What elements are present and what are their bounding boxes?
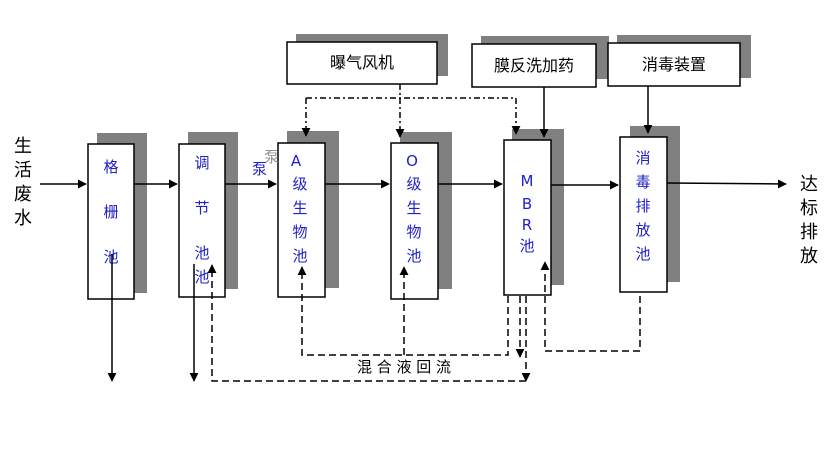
input-label-char: 活 <box>14 160 32 181</box>
tank-frame <box>87 143 135 300</box>
tank-frame <box>390 142 439 300</box>
input-label: 生 活 废 水 <box>14 136 32 229</box>
recycle-mbr-to-a <box>297 266 509 356</box>
tank-char: 调 <box>194 154 209 172</box>
tank-char: 生 <box>406 199 421 217</box>
tank-o-stage: O 级 生 物 池 <box>390 132 452 300</box>
aeration-line <box>301 84 521 138</box>
tank-char: 池 <box>406 247 421 265</box>
output-label-char: 放 <box>800 246 818 267</box>
tank-char: 级 <box>292 175 307 193</box>
recycle-lines <box>207 261 641 382</box>
disinfection-device-label: 消毒装置 <box>642 55 706 74</box>
output-label: 达 标 排 放 <box>800 174 818 267</box>
output-label-char: 达 <box>800 174 818 195</box>
disinfection-device-frame <box>607 42 741 87</box>
output-label-char: 排 <box>800 222 818 243</box>
tank-char: A <box>291 152 302 170</box>
tank-char: B <box>522 195 532 213</box>
tank-char: 生 <box>292 199 307 217</box>
membrane-cleaning-box: 膜反洗加药 <box>471 36 609 88</box>
tank-char: 级 <box>406 175 421 193</box>
input-label-char: 水 <box>14 208 32 229</box>
pump-label-shadow: 泵 <box>264 148 279 166</box>
tank-mbr: M B R 池 <box>503 129 564 296</box>
recycle-to-regulation <box>207 264 526 382</box>
tank-char: 池 <box>194 268 209 286</box>
tank-char: R <box>522 216 532 234</box>
flow-arrow-outlet <box>666 179 787 189</box>
tank-char: 毒 <box>635 173 650 191</box>
recycle-label: 混 合 液 回 流 <box>357 358 451 376</box>
membrane-cleaning-label: 膜反洗加药 <box>494 56 574 75</box>
recycle-disinfection-to-mbr <box>540 261 641 352</box>
membrane-cleaning-frame <box>471 43 597 88</box>
tank-char: 排 <box>635 197 650 215</box>
tank-char: 消 <box>635 149 650 167</box>
input-label-char: 生 <box>14 136 32 157</box>
pump-label: 泵 <box>252 160 267 178</box>
tank-grille: 格 栅 池 <box>87 133 147 300</box>
aeration-blower-box: 曝气风机 <box>286 34 448 85</box>
tank-char: 放 <box>635 221 650 239</box>
tank-regulation: 调 节 池 池 <box>178 132 238 298</box>
disinfection-device-box: 消毒装置 <box>607 35 751 87</box>
tank-char: 格 <box>103 158 118 176</box>
tank-char: O <box>406 152 418 170</box>
aeration-blower-label: 曝气风机 <box>330 53 394 72</box>
main-flow <box>40 86 787 382</box>
tank-char: 物 <box>292 223 307 241</box>
input-label-char: 废 <box>14 184 32 205</box>
tank-frame <box>619 136 668 293</box>
tank-char: 池 <box>292 247 307 265</box>
aeration-blower-frame <box>286 41 438 85</box>
tank-a-stage: A 级 生 物 池 <box>277 131 339 298</box>
tank-char: 栅 <box>103 203 118 221</box>
output-label-char: 标 <box>800 198 818 219</box>
tank-char: 物 <box>406 223 421 241</box>
tank-frame <box>178 143 226 298</box>
tank-disinfection: 消 毒 排 放 池 <box>619 126 680 293</box>
tank-char: 池 <box>103 248 118 266</box>
tank-char: 池 <box>519 237 534 255</box>
tank-char: 池 <box>635 245 650 263</box>
tank-char: 池 <box>194 244 209 262</box>
tank-char: 节 <box>194 199 209 217</box>
tank-char: M <box>521 172 534 190</box>
